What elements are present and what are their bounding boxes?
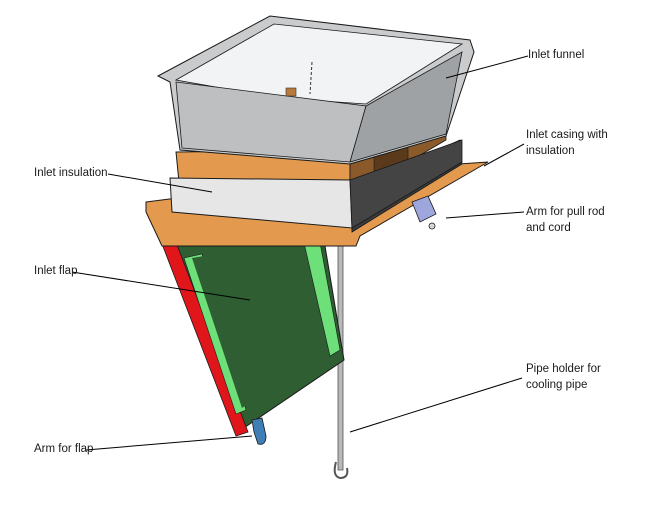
label-pipe-holder-line2: cooling pipe (526, 379, 588, 391)
inlet-flap (161, 227, 345, 437)
leader-lines (71, 55, 529, 451)
pull-rod-arm (411, 195, 437, 230)
label-inlet-casing-line2: insulation (526, 145, 575, 157)
flap-arm (251, 417, 267, 445)
label-arm-pull-line2: and cord (526, 222, 571, 234)
label-inlet-funnel: Inlet funnel (528, 49, 585, 61)
label-inlet-insulation: Inlet insulation (34, 167, 108, 179)
inlet-funnel (156, 15, 475, 165)
label-pipe-holder-line1: Pipe holder for (526, 363, 601, 375)
label-inlet-casing-line1: Inlet casing with (526, 129, 608, 141)
label-arm-flap: Arm for flap (34, 443, 94, 455)
inlet-insulation (169, 139, 463, 229)
label-inlet-flap: Inlet flap (34, 265, 78, 277)
label-arm-pull-line1: Arm for pull rod (526, 206, 605, 218)
